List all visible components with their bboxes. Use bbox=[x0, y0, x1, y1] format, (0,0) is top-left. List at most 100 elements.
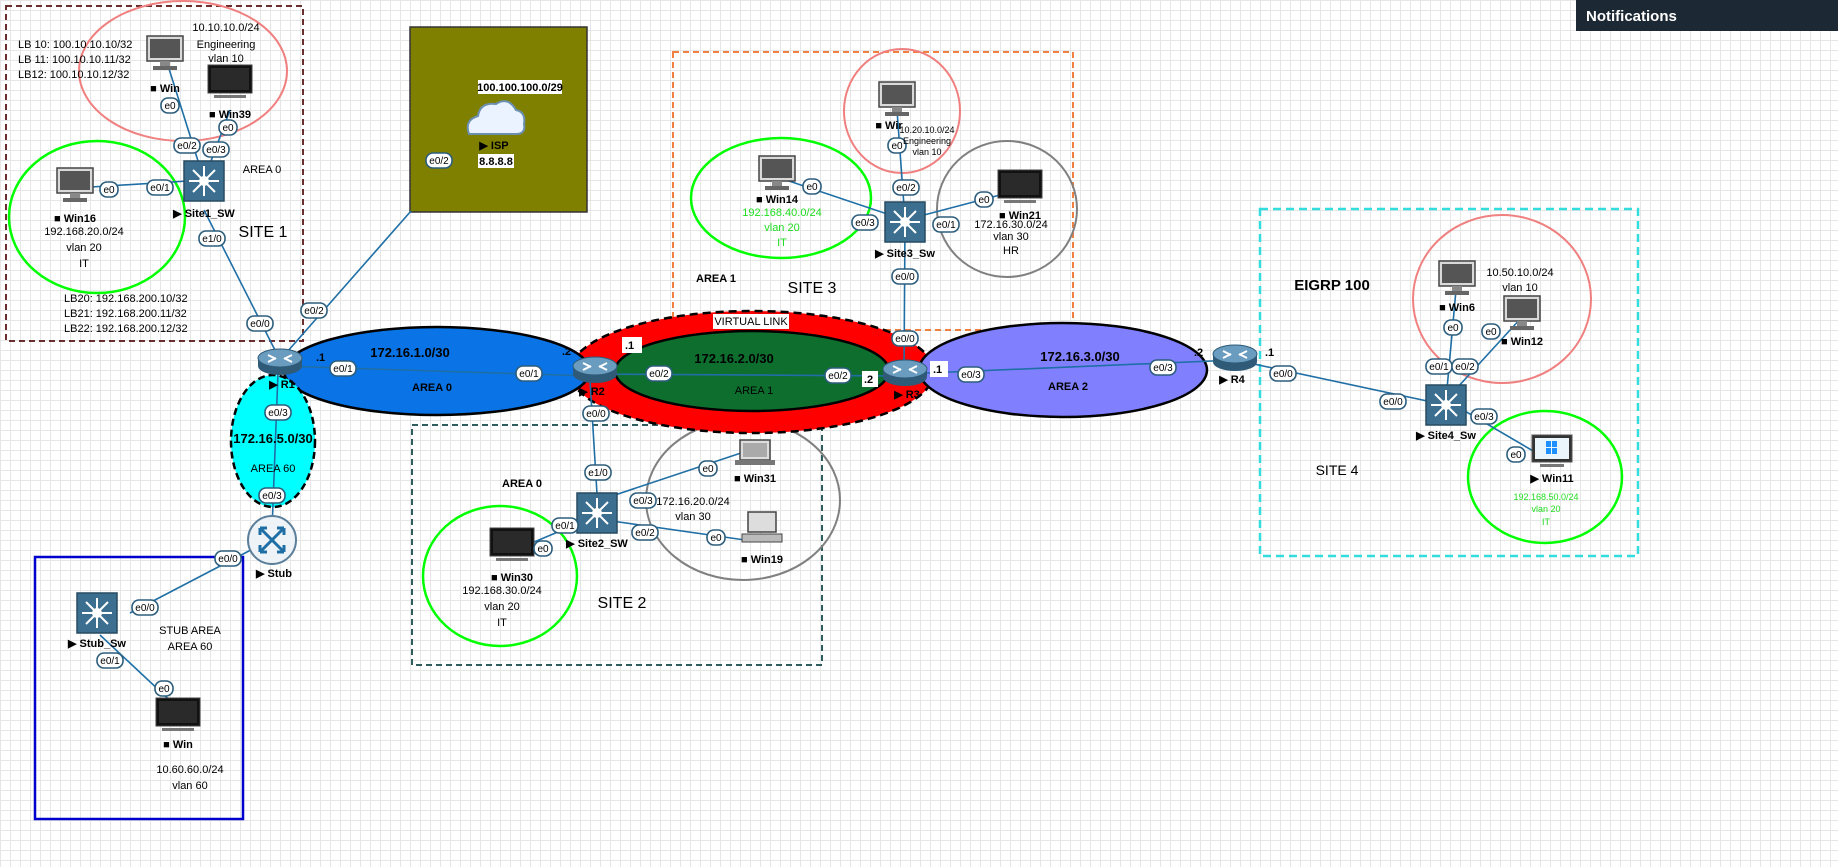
port-r4-e0-0: e0/0 bbox=[1269, 365, 1297, 382]
site4-switch[interactable]: ▶ Site4_Sw bbox=[1415, 384, 1476, 442]
net-r1-r2: 172.16.1.0/30 bbox=[370, 345, 450, 360]
site3-it-vlan: vlan 20 bbox=[764, 222, 799, 234]
link-r1-stub bbox=[271, 372, 279, 531]
svg-text:▶ Win11: ▶ Win11 bbox=[1529, 473, 1573, 485]
svg-text:e0/3: e0/3 bbox=[262, 491, 282, 502]
site1-label: SITE 1 bbox=[239, 224, 288, 241]
pc-site3-win[interactable]: ■ Wir bbox=[875, 81, 916, 132]
isp-cloud[interactable]: ▶ ISP bbox=[466, 100, 526, 152]
svg-text:■ Win6: ■ Win6 bbox=[1439, 302, 1475, 314]
svg-text:e0: e0 bbox=[1447, 323, 1459, 334]
svg-text:■ Win30: ■ Win30 bbox=[491, 572, 533, 584]
router-r3[interactable]: ▶ R3 bbox=[882, 359, 928, 401]
hostid-r4-a: .2 bbox=[1194, 347, 1203, 359]
svg-text:▶ R1: ▶ R1 bbox=[268, 379, 295, 391]
site3-hr-net: 172.16.30.0/24 bbox=[974, 219, 1047, 231]
net-r2-r3: 172.16.2.0/30 bbox=[694, 351, 774, 366]
pc-site1-win16[interactable]: ■ Win16 bbox=[54, 167, 96, 225]
area60-link-label: AREA 60 bbox=[251, 463, 296, 475]
pc-site1-win39[interactable]: ■ Win39 bbox=[207, 64, 253, 121]
pc-site1-win[interactable]: ■ Win bbox=[146, 35, 184, 95]
svg-text:e0/2: e0/2 bbox=[635, 528, 655, 539]
link-r2-site2sw bbox=[589, 379, 599, 511]
stub-switch[interactable]: ▶ Stub_Sw bbox=[67, 592, 126, 650]
pc-site4-win11[interactable]: ▶ Win11 bbox=[1529, 434, 1574, 485]
pc-site4-win6[interactable]: ■ Win6 bbox=[1438, 260, 1476, 314]
svg-text:e0: e0 bbox=[158, 684, 170, 695]
site2-label: SITE 2 bbox=[598, 595, 647, 612]
svg-text:e0: e0 bbox=[806, 182, 818, 193]
router-r4[interactable]: ▶ R4 bbox=[1212, 344, 1258, 386]
port-site3sw-e0-0: e0/0 bbox=[891, 268, 919, 285]
hostid-r4-b: .1 bbox=[1265, 347, 1274, 359]
svg-text:e0/3: e0/3 bbox=[268, 408, 288, 419]
pc-site3-win14[interactable]: ■ Win14 bbox=[756, 155, 799, 206]
port-stubsw-e0-1: e0/1 bbox=[96, 652, 124, 669]
svg-text:■ Win21: ■ Win21 bbox=[999, 210, 1041, 222]
pc-site2-win19[interactable]: ■ Win19 bbox=[741, 511, 783, 566]
site4-it-circle bbox=[1466, 409, 1624, 545]
site3-eng-net: 10.20.10.0/24 bbox=[899, 125, 954, 135]
site1-eng-net: 10.10.10.0/24 bbox=[192, 22, 259, 34]
stub-router[interactable]: ▶ Stub bbox=[247, 515, 297, 580]
pc-stub-win[interactable]: ■ Win bbox=[155, 697, 201, 751]
port-win19-e0: e0 bbox=[706, 529, 726, 546]
svg-text:▶ R2: ▶ R2 bbox=[578, 386, 605, 398]
isp-dns: 8.8.8.8 bbox=[479, 156, 513, 168]
svg-text:e0/2: e0/2 bbox=[304, 306, 324, 317]
svg-text:e0: e0 bbox=[537, 544, 549, 555]
port-site4sw-e0-0: e0/0 bbox=[1379, 393, 1407, 410]
site4-it-vlan: vlan 20 bbox=[1531, 504, 1560, 514]
port-site1sw-e0-3: e0/3 bbox=[202, 141, 230, 158]
svg-text:■ Win14: ■ Win14 bbox=[756, 194, 799, 206]
port-win16-e0: e0 bbox=[99, 181, 119, 198]
site3-label: SITE 3 bbox=[788, 280, 837, 297]
site1-lb11: LB 11: 100.10.10.11/32 bbox=[18, 54, 131, 66]
port-site3sw-e0-2: e0/2 bbox=[892, 179, 920, 196]
port-r3-e0-3: e0/3 bbox=[957, 366, 985, 383]
net-r3-r4: 172.16.3.0/30 bbox=[1040, 349, 1120, 364]
svg-text:▶ Site2_SW: ▶ Site2_SW bbox=[565, 538, 628, 550]
site3-it-name: IT bbox=[777, 237, 787, 249]
svg-text:e0: e0 bbox=[222, 123, 234, 134]
port-r2-e0-2: e0/2 bbox=[645, 365, 673, 382]
site1-lb12: LB12: 100.10.10.12/32 bbox=[18, 69, 129, 81]
site3-switch[interactable]: ▶ Site3_Sw bbox=[874, 201, 935, 260]
svg-text:e0/1: e0/1 bbox=[519, 369, 539, 380]
port-site1sw-e0-1: e0/1 bbox=[146, 179, 174, 196]
site2-switch[interactable]: ▶ Site2_SW bbox=[565, 492, 628, 550]
site3-eng-name: Engineering bbox=[903, 136, 951, 146]
port-r3r4-e0-3: e0/3 bbox=[1149, 359, 1177, 376]
svg-text:e0/3: e0/3 bbox=[1153, 363, 1173, 374]
site2-it-circle bbox=[421, 504, 579, 648]
site3-boundary bbox=[672, 51, 1074, 331]
svg-text:e1/0: e1/0 bbox=[202, 234, 222, 245]
notifications-panel-header[interactable]: Notifications bbox=[1576, 0, 1838, 31]
site1-lb21: LB21: 192.168.200.11/32 bbox=[64, 308, 187, 320]
port-site3win-e0: e0 bbox=[887, 137, 907, 154]
site1-switch[interactable]: ▶ Site1_SW bbox=[172, 160, 235, 220]
router-r1[interactable]: ▶ R1 bbox=[257, 348, 303, 391]
svg-text:e0: e0 bbox=[103, 185, 115, 196]
port-site1sw-e0-2: e0/2 bbox=[173, 137, 201, 154]
site4-it-net: 192.168.50.0/24 bbox=[1513, 492, 1578, 502]
pc-site2-win30[interactable]: ■ Win30 bbox=[489, 527, 535, 584]
router-r2[interactable]: ▶ R2 bbox=[572, 356, 618, 398]
pc-site4-win12[interactable]: ■ Win12 bbox=[1501, 295, 1543, 348]
svg-text:e0: e0 bbox=[1510, 450, 1522, 461]
site3-hr-vlan: vlan 30 bbox=[993, 231, 1028, 243]
site2-hr-vlan: vlan 30 bbox=[675, 511, 710, 523]
area1-link-label: AREA 1 bbox=[735, 385, 774, 397]
port-site2sw-e0-3: e0/3 bbox=[629, 492, 657, 509]
site3-it-circle bbox=[689, 136, 873, 260]
pc-site3-win21[interactable]: ■ Win21 bbox=[997, 169, 1043, 222]
hostid-r1-a: .1 bbox=[316, 352, 325, 364]
site1-it-net: 192.168.20.0/24 bbox=[44, 226, 124, 238]
site1-area-label: AREA 0 bbox=[243, 164, 282, 176]
svg-text:e0/3: e0/3 bbox=[855, 218, 875, 229]
svg-text:■ Win19: ■ Win19 bbox=[741, 554, 783, 566]
svg-text:■ Win12: ■ Win12 bbox=[1501, 336, 1543, 348]
site4-eng-net: 10.50.10.0/24 bbox=[1486, 267, 1553, 279]
pc-site2-win31[interactable]: ■ Win31 bbox=[734, 439, 776, 485]
